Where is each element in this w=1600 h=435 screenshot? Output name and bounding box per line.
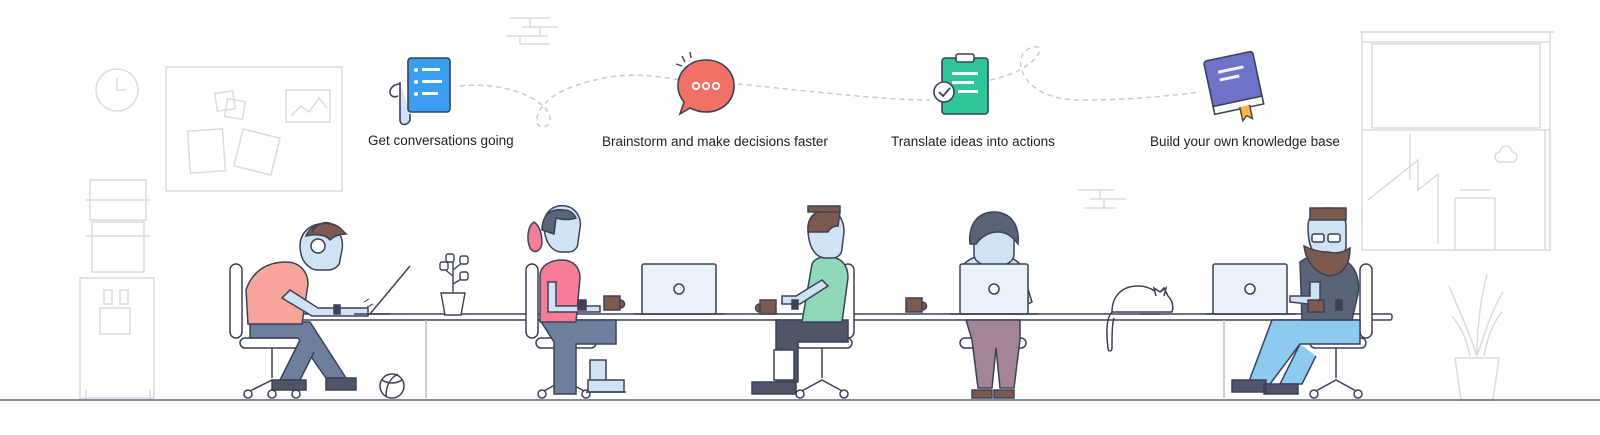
pin-board-icon (165, 66, 343, 192)
ball-icon (379, 373, 405, 399)
person-with-headphones (229, 221, 411, 399)
dashed-connector (459, 46, 1201, 128)
brick-marks-icon (506, 17, 558, 45)
wall-clock-icon (95, 68, 139, 112)
brick-marks-icon (1078, 189, 1126, 209)
person-talking (751, 205, 855, 399)
potted-plant-icon (1448, 273, 1504, 401)
step-label-knowledge-base: Build your own knowledge base (1150, 134, 1340, 149)
person-with-ponytail (525, 204, 626, 399)
laptop-icon (634, 263, 724, 315)
cat-icon (1106, 285, 1174, 352)
step-label-translate-ideas: Translate ideas into actions (891, 134, 1055, 149)
coffee-mug-icon (905, 297, 928, 313)
desk-plant-icon (439, 253, 469, 316)
chat-bubble-icon (675, 51, 735, 116)
step-label-get-conversations: Get conversations going (368, 133, 514, 148)
book-icon (1203, 50, 1265, 123)
window-frame-icon (1360, 31, 1554, 251)
person-behind-laptop (950, 211, 1038, 399)
document-list-icon (389, 57, 451, 126)
step-label-brainstorm: Brainstorm and make decisions faster (602, 134, 828, 149)
background-sketch (79, 17, 1554, 401)
clipboard-check-icon (933, 53, 989, 115)
laptop-icon (1206, 263, 1296, 315)
water-cooler-icon (79, 179, 155, 400)
person-with-beard (1231, 207, 1373, 399)
